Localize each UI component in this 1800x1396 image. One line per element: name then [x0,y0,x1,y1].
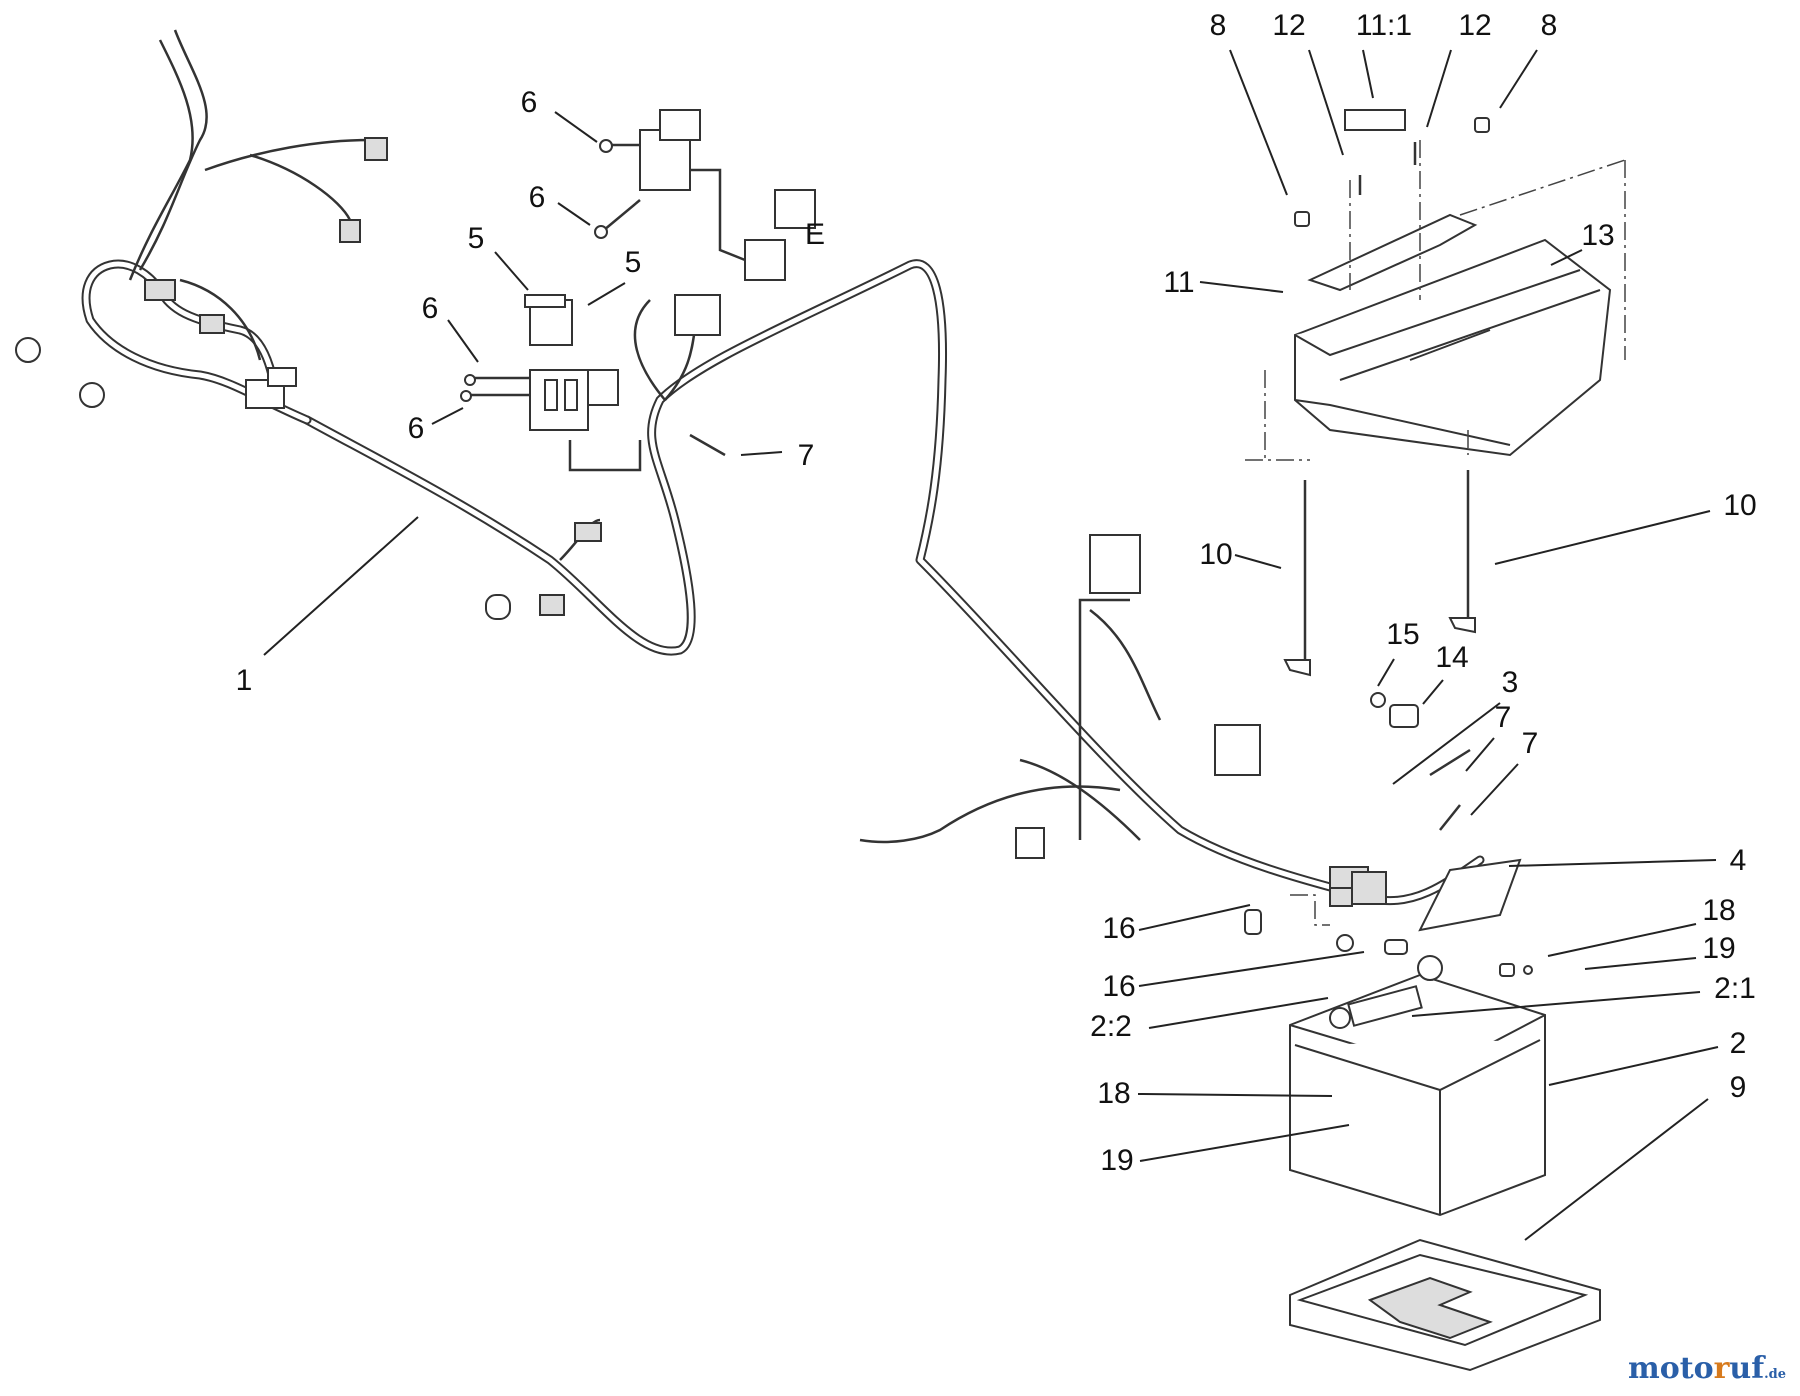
callout-label-c11: 11 [1163,266,1194,299]
leader-line-c3 [1392,702,1501,785]
callout-label-c19a: 19 [1702,932,1735,965]
watermark-part-a: moto [1627,1351,1714,1386]
leader-line-c10a [1494,510,1711,565]
leader-line-c16a [1138,904,1251,931]
callout-label-c5b: 5 [625,246,642,279]
leader-line-c15 [1377,658,1395,687]
leader-line-c22 [1148,997,1329,1029]
leader-line-c7c [1470,763,1519,816]
leader-line-c6c [447,319,479,363]
relay-fuse-block [460,109,816,472]
callout-leaders [263,49,1719,1241]
callout-label-c9: 9 [1730,1071,1747,1104]
leader-line-c11 [1199,281,1284,293]
leader-line-c5b [587,282,626,306]
callout-label-c10b: 10 [1199,538,1232,571]
callout-label-c6a: 6 [521,86,538,119]
callout-label-c3: 3 [1502,666,1519,699]
callout-label-c7b: 7 [1495,701,1512,734]
battery [1289,955,1546,1217]
leader-line-c7a [740,451,783,456]
callout-label-c13: 13 [1581,219,1614,252]
callout-label-c22: 2:2 [1090,1010,1132,1043]
leader-line-c18b [1137,1093,1333,1097]
leader-line-c12b [1426,49,1452,128]
callout-label-c8a: 8 [1210,9,1227,42]
leader-line-c8b [1499,49,1538,109]
leader-line-c7b [1465,737,1495,772]
motoruf-watermark: motoruf.de [1628,1351,1786,1386]
leader-line-c4 [1508,859,1717,867]
leader-line-c19b [1139,1124,1350,1162]
leader-line-c18a [1547,923,1697,957]
leader-line-c6d [431,407,464,425]
callout-label-c7a: 7 [798,439,815,472]
callout-label-c6c: 6 [422,292,439,325]
leader-line-c19a [1584,957,1697,970]
callout-label-c2: 2 [1730,1027,1747,1060]
watermark-part-c: uf [1729,1351,1765,1386]
leader-line-c10b [1234,554,1282,569]
leader-line-c5a [494,251,529,291]
callout-label-c16b: 16 [1102,970,1135,1003]
callout-label-c111: 11:1 [1356,9,1412,42]
callout-label-c7c: 7 [1522,727,1539,760]
harness-connectors [15,137,1387,907]
leader-line-c6a [554,111,598,143]
callout-label-c12b: 12 [1458,9,1491,42]
leader-line-c12a [1308,49,1344,156]
callout-label-c10a: 10 [1723,489,1756,522]
callout-label-c21: 2:1 [1714,972,1756,1005]
leader-line-c9 [1524,1098,1709,1241]
callout-label-c5a: 5 [468,222,485,255]
battery-tray [1289,1238,1601,1372]
callout-label-c1: 1 [236,664,253,697]
callout-label-c15: 15 [1386,618,1419,651]
callout-label-c14: 14 [1435,641,1468,674]
battery-hardware [1244,692,1533,977]
leader-line-c14 [1422,679,1444,705]
callout-label-c8b: 8 [1541,9,1558,42]
watermark-part-b: r [1713,1351,1730,1386]
leader-line-c21 [1411,991,1701,1017]
callout-label-c16a: 16 [1102,912,1135,945]
callout-label-cE: E [805,218,825,251]
leader-line-c8a [1229,49,1288,196]
leader-line-c111 [1362,49,1374,99]
callout-label-c18a: 18 [1702,894,1735,927]
leader-line-c6b [557,202,591,226]
callout-label-c12a: 12 [1272,9,1305,42]
callout-label-c6d: 6 [408,412,425,445]
callout-label-c18b: 18 [1097,1077,1130,1110]
leader-line-c2 [1548,1046,1719,1086]
battery-cover-assembly [1245,109,1626,677]
callout-label-c6b: 6 [529,181,546,214]
watermark-tld: .de [1764,1367,1786,1382]
main-wire-harness [81,29,1485,906]
callout-label-c19b: 19 [1100,1144,1133,1177]
leader-line-c16b [1138,951,1365,987]
leader-line-c13 [1550,249,1583,266]
leader-line-c1 [263,516,419,656]
callout-label-c4: 4 [1730,844,1747,877]
